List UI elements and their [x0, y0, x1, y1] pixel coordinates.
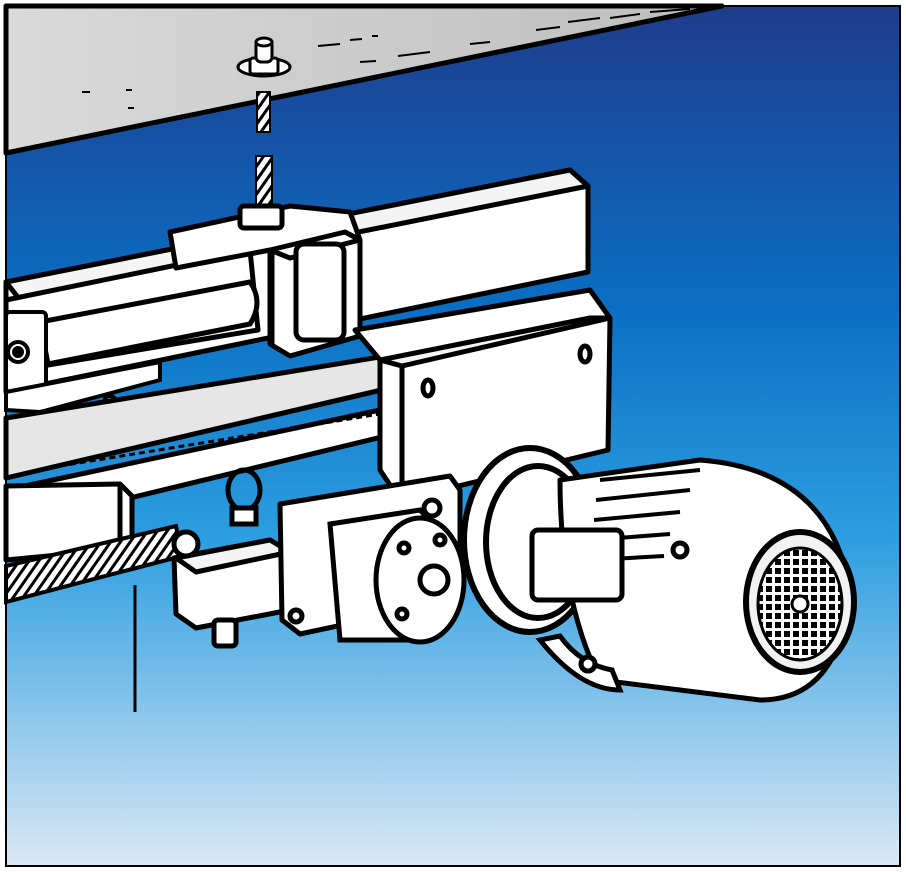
- ceiling-texture: [82, 8, 691, 109]
- motor-foot: [535, 633, 624, 693]
- lifting-eye: [225, 467, 263, 527]
- rail-end-cap: [4, 310, 48, 394]
- ceiling-anchor-nut: [236, 36, 292, 78]
- frame-border: [5, 5, 901, 867]
- threaded-rod-upper: [256, 91, 271, 133]
- gearbox: [327, 507, 467, 645]
- motor-fan-cover: [743, 529, 857, 675]
- trolley-clamp: [167, 203, 363, 359]
- drive-housing: [352, 287, 613, 503]
